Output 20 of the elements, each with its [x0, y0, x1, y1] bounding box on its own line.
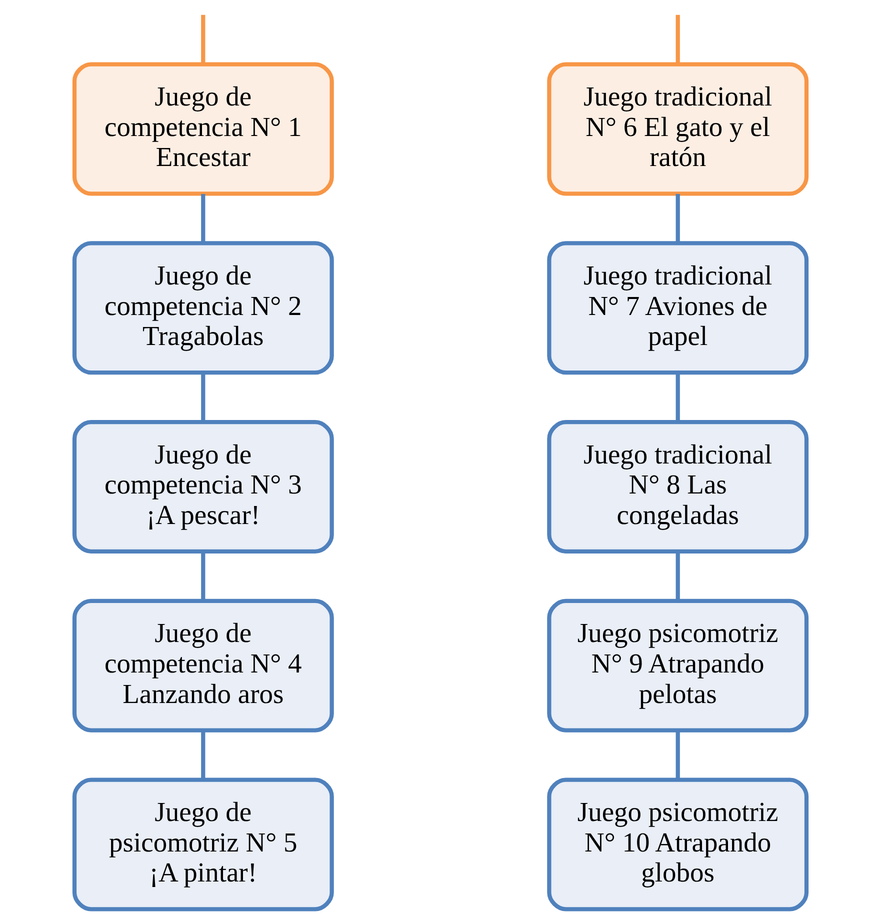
node-box: Juego tradicional N° 7 Aviones de papel: [546, 241, 808, 375]
node-box: Juego de competencia N° 4 Lanzando aros: [72, 598, 334, 732]
connector: [675, 372, 680, 422]
connector: [675, 14, 680, 64]
node-box: Juego de competencia N° 3 ¡A pescar!: [72, 420, 334, 554]
node-box: Juego de competencia N° 1 Encestar: [72, 62, 334, 196]
connector: [200, 372, 205, 422]
node-box: Juego tradicional N° 8 Las congeladas: [546, 420, 808, 554]
node-box: Juego psicomotriz N° 9 Atrapando pelotas: [546, 598, 808, 732]
node-box: Juego tradicional N° 6 El gato y el ratón: [546, 62, 808, 196]
connector: [675, 552, 680, 601]
node-box: Juego de competencia N° 2 Tragabolas: [72, 241, 334, 375]
connector: [200, 14, 205, 64]
connector: [675, 194, 680, 244]
connector: [200, 552, 205, 601]
connector: [200, 730, 205, 780]
node-box: Juego de psicomotriz N° 5 ¡A pintar!: [72, 778, 334, 912]
connector: [200, 194, 205, 244]
node-box: Juego psicomotriz N° 10 Atrapando globos: [546, 778, 808, 912]
connector: [675, 730, 680, 780]
